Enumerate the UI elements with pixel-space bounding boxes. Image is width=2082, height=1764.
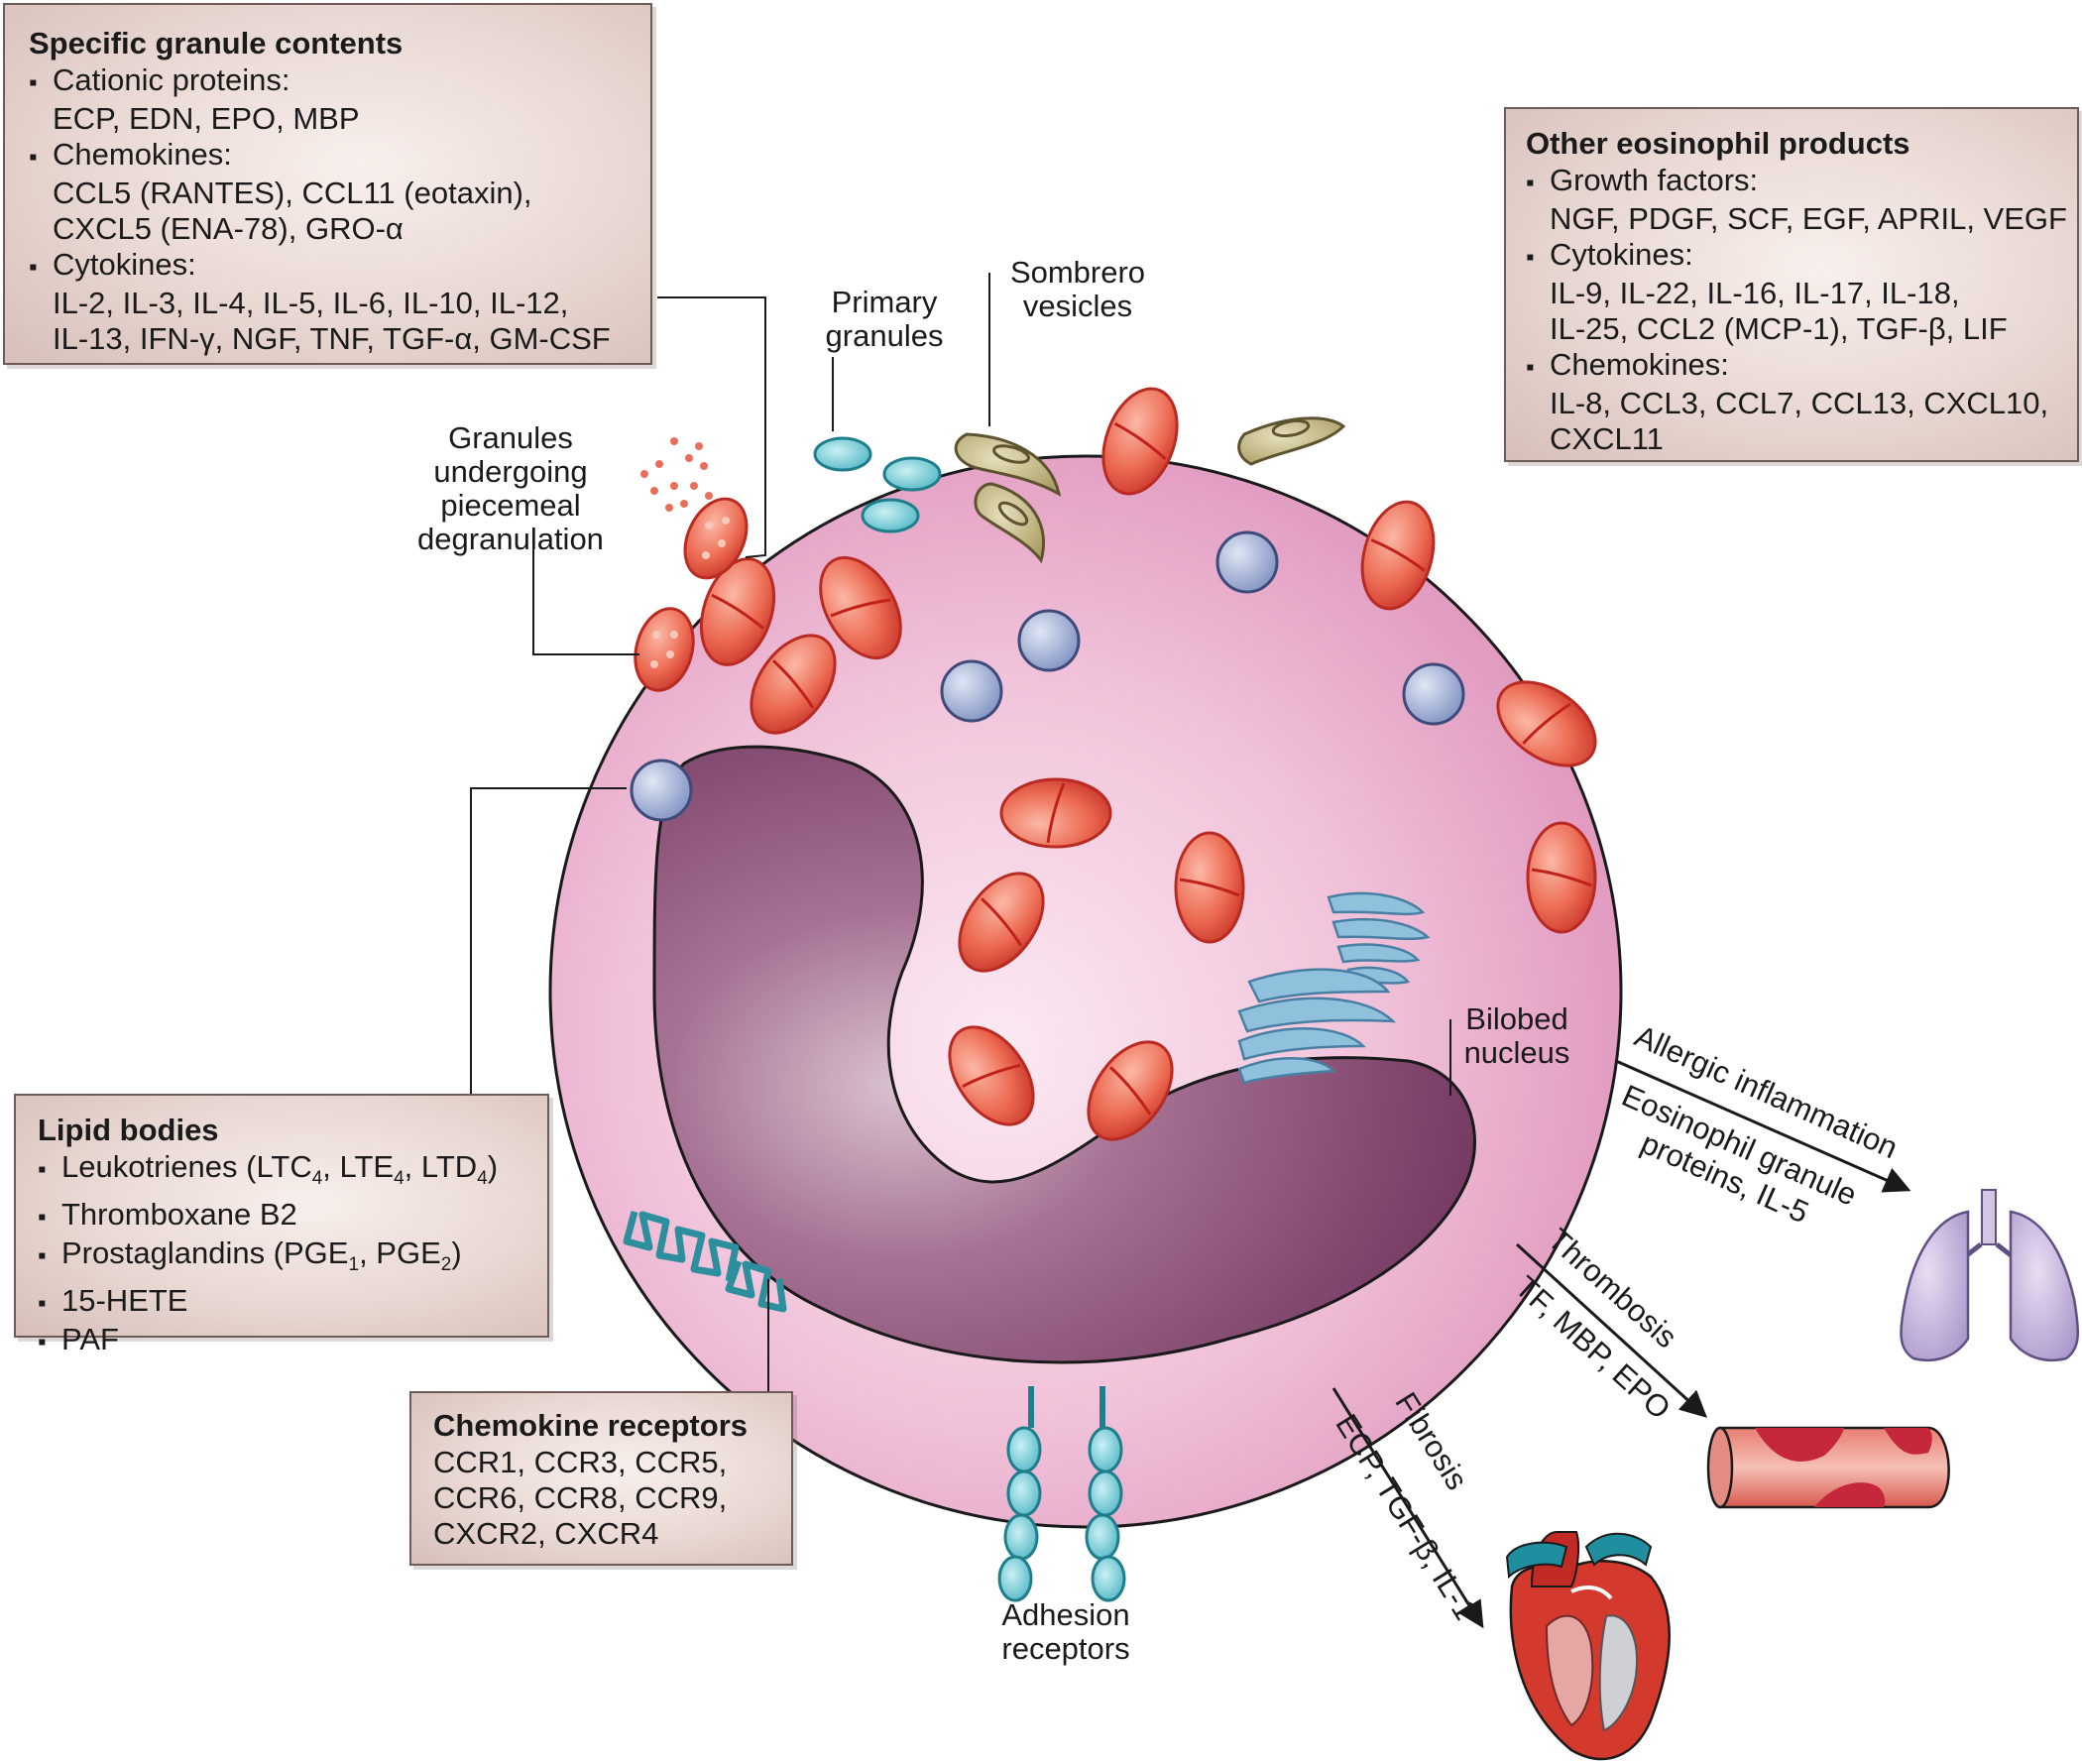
specific-granule-list: Cationic proteins:ECP, EDN, EPO, MBPChem… xyxy=(29,62,635,357)
outcome-arrows xyxy=(1331,1059,1911,1629)
lungs-icon xyxy=(1900,1189,2079,1362)
specific-granule-contents-box: Specific granule contents Cationic prote… xyxy=(3,3,652,365)
specific-granule-line: Cationic proteins: xyxy=(29,62,635,101)
specific-granule-line: ECP, EDN, EPO, MBP xyxy=(53,101,360,136)
specific-granule-line: CXCL5 (ENA-78), GRO-α xyxy=(53,211,404,246)
adhesion-receptor-shapes xyxy=(997,1386,1126,1602)
other-products-list: Growth factors:NGF, PDGF, SCF, EGF, APRI… xyxy=(1526,163,2067,457)
bilobed-nucleus xyxy=(652,745,1476,1364)
other-products-line: IL-25, CCL2 (MCP-1), TGF-β, LIF xyxy=(1550,311,2008,346)
lipid-item-thromboxane: Thromboxane B2 xyxy=(38,1197,537,1235)
specific-granule-line: IL-2, IL-3, IL-4, IL-5, IL-6, IL-10, IL-… xyxy=(53,286,569,320)
lipid-item-prostaglandins: Prostaglandins (PGE1, PGE2) xyxy=(38,1235,537,1283)
lipid-item-paf: PAF xyxy=(38,1322,537,1360)
other-products-line: IL-9, IL-22, IL-16, IL-17, IL-18, xyxy=(1550,276,1960,310)
specific-granule-title: Specific granule contents xyxy=(29,26,404,60)
chemokine-receptors-line-2: CCR6, CCR8, CCR9, xyxy=(433,1480,728,1515)
other-products-line: CXCL11 xyxy=(1550,421,1664,456)
lipid-bodies-title: Lipid bodies xyxy=(38,1113,219,1147)
specific-granule-line: Cytokines: xyxy=(29,247,635,286)
lipid-item-leukotrienes: Leukotrienes (LTC4, LTE4, LTD4) xyxy=(38,1149,537,1197)
lipid-bodies xyxy=(630,530,1465,822)
other-products-line: Cytokines: xyxy=(1526,237,2067,276)
other-products-title: Other eosinophil products xyxy=(1526,126,1910,161)
other-products-line: IL-8, CCL3, CCL7, CCL13, CXCL10, xyxy=(1550,386,2049,420)
leader-lines xyxy=(470,273,1451,1391)
sombrero-vesicles xyxy=(954,416,1346,564)
other-products-line: Chemokines: xyxy=(1526,347,2067,386)
chemokine-receptors-box: Chemokine receptors CCR1, CCR3, CCR5, CC… xyxy=(409,1391,793,1566)
other-eosinophil-products-box: Other eosinophil products Growth factors… xyxy=(1504,107,2079,462)
other-products-line: Growth factors: xyxy=(1526,163,2067,201)
specific-granule-line: Chemokines: xyxy=(29,137,635,176)
lipid-item-15-hete: 15-HETE xyxy=(38,1283,537,1322)
other-products-line: NGF, PDGF, SCF, EGF, APRIL, VEGF xyxy=(1550,201,2067,236)
specific-granule-line: CCL5 (RANTES), CCL11 (eotaxin), xyxy=(53,176,532,210)
lipid-bodies-box: Lipid bodies Leukotrienes (LTC4, LTE4, L… xyxy=(14,1094,549,1356)
blood-vessel-icon xyxy=(1706,1426,1950,1509)
specific-granule-line: IL-13, IFN-γ, NGF, TNF, TGF-α, GM-CSF xyxy=(53,321,611,356)
golgi-apparatus xyxy=(1237,891,1431,1085)
chemokine-receptors-title: Chemokine receptors xyxy=(433,1408,748,1443)
primary-granules xyxy=(813,436,942,533)
chemokine-receptor-shapes xyxy=(623,1211,787,1313)
chemokine-receptors-line-3: CXCR2, CXCR4 xyxy=(433,1516,659,1551)
heart-icon xyxy=(1505,1531,1671,1761)
piecemeal-granules xyxy=(634,437,749,692)
chemokine-receptors-line-1: CCR1, CCR3, CCR5, xyxy=(433,1445,728,1479)
